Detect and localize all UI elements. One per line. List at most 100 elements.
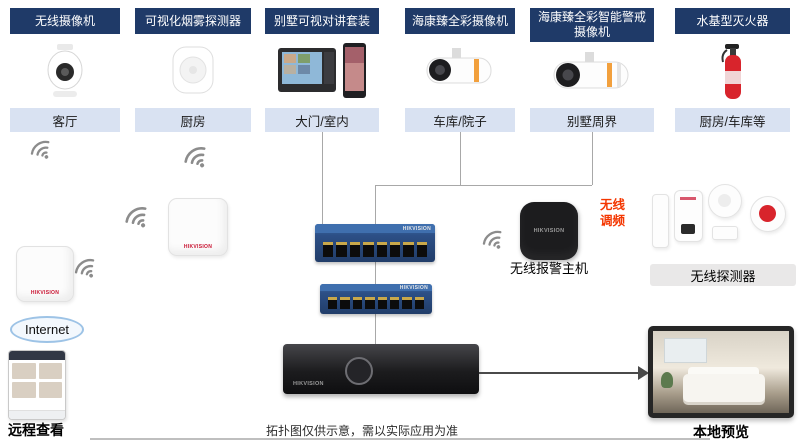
device-card-smart-warning-camera: 海康臻全彩智能警戒摄像机 别墅周界	[530, 8, 654, 132]
ethernet-port	[363, 242, 374, 257]
ethernet-port	[414, 297, 424, 309]
ethernet-port	[389, 242, 401, 257]
mesh-router: HIKVISION	[168, 198, 228, 256]
device-location: 车库/院子	[405, 108, 515, 132]
ethernet-port	[336, 242, 347, 257]
local-preview-tv	[648, 326, 794, 418]
remote-view-phone	[8, 350, 66, 420]
network-switch-1: HIKVISION	[315, 224, 435, 262]
phone-camera-grid	[9, 360, 65, 401]
ethernet-port	[416, 242, 427, 257]
connector-camera5-drop	[592, 132, 593, 185]
connector-bus-to-switch1	[375, 185, 376, 224]
device-location: 别墅周界	[530, 108, 654, 132]
emergency-button	[750, 196, 786, 232]
wifi-icon	[476, 223, 513, 261]
device-title: 可视化烟雾探测器	[135, 8, 251, 34]
hikvision-logo: HIKVISION	[533, 228, 565, 234]
detectors-label-band: 无线探测器	[650, 264, 796, 286]
hikvision-logo: HIKVISION	[293, 381, 324, 387]
connector-camera4-drop	[460, 132, 461, 185]
camera-thumbnail	[38, 382, 62, 398]
ethernet-port	[403, 242, 414, 257]
device-title: 无线摄像机	[10, 8, 120, 34]
arrow-head-icon	[638, 366, 649, 380]
ethernet-port	[365, 297, 375, 309]
device-card-video-intercom: 别墅可视对讲套装 大门/室内	[265, 8, 379, 132]
ethernet-port	[328, 297, 338, 309]
ethernet-port	[402, 297, 412, 309]
bottom-divider	[90, 438, 710, 440]
device-card-wireless-camera: 无线摄像机 客厅	[10, 8, 120, 132]
room-plant	[661, 372, 674, 389]
hikvision-logo: HIKVISION	[402, 225, 431, 232]
ethernet-port	[352, 297, 363, 309]
wireless-fm-label: 无线 调频	[600, 198, 626, 229]
door-contact-sensor	[712, 226, 738, 240]
hikvision-logo: HIKVISION	[399, 284, 428, 291]
wifi-icon	[24, 133, 61, 171]
device-title: 海康臻全彩智能警戒摄像机	[530, 8, 654, 42]
sofa	[682, 373, 765, 402]
device-title: 水基型灭火器	[675, 8, 790, 34]
fire-extinguisher-image	[675, 34, 790, 108]
nvr-recorder: HIKVISION	[283, 344, 479, 394]
internet-label: Internet	[24, 322, 70, 337]
connector-camera-bus	[375, 185, 592, 186]
internet-cloud: Internet	[10, 316, 84, 343]
pir-motion-sensor	[674, 190, 703, 242]
ethernet-port	[323, 242, 334, 257]
device-location: 厨房	[135, 108, 251, 132]
remote-view-label: 远程查看	[8, 422, 64, 438]
switch-top-panel: HIKVISION	[315, 224, 435, 233]
camera-thumbnail	[38, 363, 62, 379]
remote-fob	[652, 194, 669, 248]
detectors-label: 无线探测器	[690, 268, 756, 284]
device-card-fullcolor-camera: 海康臻全彩摄像机 车库/院子	[405, 8, 515, 132]
ethernet-port	[377, 297, 387, 309]
switch-ports	[328, 297, 424, 309]
nvr-jog-dial	[345, 357, 373, 385]
device-location: 大门/室内	[265, 108, 379, 132]
alarm-hub-label: 无线报警主机	[509, 261, 588, 276]
wireless-detectors-group	[650, 182, 796, 262]
mesh-router: HIKVISION	[16, 246, 74, 302]
ethernet-port	[340, 297, 350, 309]
ethernet-port	[389, 297, 400, 309]
disclaimer-text: 拓扑图仅供示意，需以实际应用为准	[266, 424, 459, 438]
wireless-camera-image	[10, 34, 120, 108]
wireless-alarm-hub: HIKVISION	[520, 202, 578, 260]
room-window	[663, 337, 707, 363]
device-title: 别墅可视对讲套装	[265, 8, 379, 34]
wifi-icon	[68, 251, 107, 290]
camera-thumbnail	[12, 382, 36, 398]
nvr-to-tv-arrow-line	[479, 372, 639, 374]
device-card-fire-extinguisher: 水基型灭火器 厨房/车库等	[675, 8, 790, 132]
switch-ports	[323, 242, 427, 257]
phone-nav-bar	[9, 410, 65, 419]
hikvision-logo: HIKVISION	[183, 244, 213, 250]
wifi-icon	[118, 198, 160, 241]
wifi-icon	[177, 138, 219, 181]
device-title: 海康臻全彩摄像机	[405, 8, 515, 34]
smoke-detector-image	[135, 34, 251, 108]
network-switch-2: HIKVISION	[320, 284, 432, 314]
ethernet-port	[376, 242, 387, 257]
switch-top-panel: HIKVISION	[320, 284, 432, 291]
hikvision-logo: HIKVISION	[30, 290, 60, 296]
device-card-smoke-detector: 可视化烟雾探测器 厨房	[135, 8, 251, 132]
ceiling-detector	[708, 184, 742, 218]
ethernet-port	[349, 242, 361, 257]
connector-intercom-to-switch	[322, 132, 323, 224]
tv-screen-livingroom	[653, 331, 789, 413]
local-preview-label: 本地预览	[693, 424, 749, 440]
camera-thumbnail	[12, 363, 36, 379]
phone-status-bar	[9, 351, 65, 360]
connector-switch2-to-nvr	[375, 314, 376, 344]
device-location: 客厅	[10, 108, 120, 132]
connector-switch1-to-switch2	[375, 262, 376, 284]
video-intercom-image	[265, 34, 379, 108]
warning-camera-image	[530, 42, 654, 108]
bullet-camera-image	[405, 34, 515, 108]
